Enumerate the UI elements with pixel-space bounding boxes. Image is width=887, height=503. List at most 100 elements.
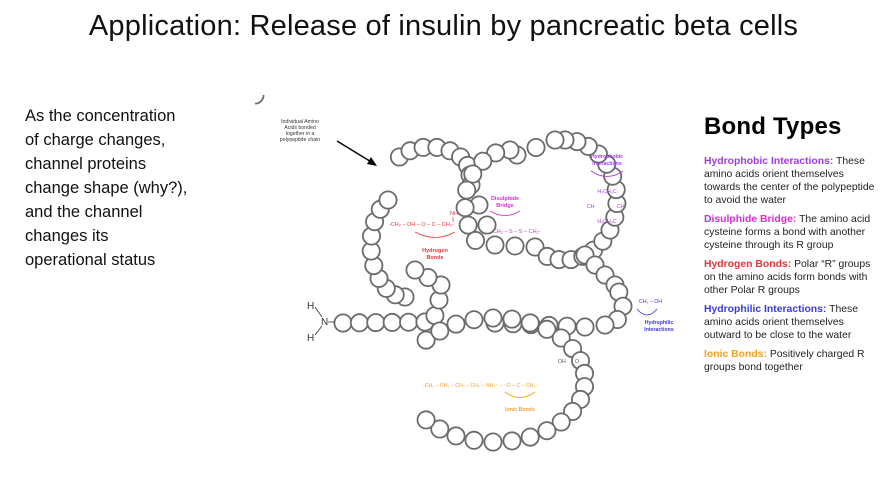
amino-acid-bead <box>416 410 436 430</box>
amino-acid-bead <box>502 431 522 451</box>
amino-acid-bead <box>465 230 485 250</box>
bond-type-desc: These amino acids orient themselves towa… <box>704 156 875 206</box>
amino-acid-bead <box>537 421 557 441</box>
amino-acid-bead <box>446 314 466 334</box>
amino-acid-bead <box>526 138 546 158</box>
amino-acid-bead <box>551 412 571 432</box>
body-line: operational status <box>25 251 156 269</box>
pointer-label-line: Acids bonded <box>284 125 316 131</box>
slide-body-text: As the concentration of charge changes, … <box>25 104 230 272</box>
amino-acid-bead <box>399 312 419 332</box>
amino-acid-bead <box>477 215 497 235</box>
bond-types-title: Bond Types <box>704 113 842 140</box>
amino-acid-bead <box>520 313 540 333</box>
amino-acid-bead <box>382 312 402 332</box>
amino-acid-bead <box>349 313 369 333</box>
hydrophobic-label: Hydrophobic <box>591 154 623 160</box>
bond-type-hydrogen: Hydrogen Bonds: Polar “R” groups on the … <box>704 258 879 297</box>
ionic-oh: OH <box>558 359 566 365</box>
amino-acid-bead <box>446 426 466 446</box>
amino-acid-bead <box>595 315 615 335</box>
bond-type-desc: Positively charged R groups bond togethe… <box>704 349 865 373</box>
amino-acid-bead <box>464 310 484 330</box>
body-line: changes its <box>25 227 109 245</box>
ionic-label: Ionic Bonds <box>505 407 535 413</box>
bond-type-name: Ionic Bonds: <box>704 349 767 360</box>
hydrogen-bond-nh: NH <box>450 211 458 217</box>
pointer-arrowhead <box>367 157 377 166</box>
amino-acid-bead <box>405 260 425 280</box>
ionic-o: O <box>575 359 579 365</box>
amino-acid-bead <box>483 432 503 452</box>
bond-type-name: Hydrophobic Interactions: <box>704 156 834 167</box>
amino-acid-bead <box>464 430 484 450</box>
hydrophobic-label: Interactions <box>592 161 622 167</box>
hydrophilic-annotation: CH₂ – OH Hydrophilic Interactions <box>636 299 674 333</box>
hydrophobic-formula-left: CH <box>587 204 595 210</box>
bond-type-name: Hydrogen Bonds: <box>704 259 792 270</box>
amino-acid-bead <box>430 321 450 341</box>
bond-type-hydrophobic: Hydrophobic Interactions: These amino ac… <box>704 155 879 207</box>
amino-acid-bead <box>455 198 475 218</box>
n-terminus: H N H <box>307 301 335 344</box>
disulphide-label: Bridge <box>496 203 513 209</box>
pointer-label-line: Individual Amino <box>281 119 319 125</box>
bond-type-name: Hydrophilic Interactions: <box>704 304 827 315</box>
hydrogen-bond-annotation: -CH₂ – OH – O – C – CH₂- NH Hydrogen Bon… <box>389 211 458 261</box>
ionic-bond-annotation: OH O -CH₂ – CH₂ – CH₂ – CH₂ – NH₃⁺ – ⁻O … <box>423 359 579 413</box>
amino-acid-bead <box>430 419 450 439</box>
disulphide-label: Disulphide <box>491 196 519 202</box>
bond-type-desc: The amino acid cysteine forms a bond wit… <box>704 214 871 251</box>
amino-acid-bead <box>463 164 483 184</box>
amino-acid-bead <box>473 151 493 171</box>
bond-type-hydrophilic: Hydrophilic Interactions: These amino ac… <box>704 303 879 342</box>
terminal-h-bottom: H <box>307 333 314 344</box>
bond-type-disulphide: Disulphide Bridge: The amino acid cystei… <box>704 213 879 252</box>
hydrophobic-annotation: Hydrophobic Interactions H₃CH₃C CH CH H₃… <box>587 154 625 225</box>
bond-type-ionic: Ionic Bonds: Positively charged R groups… <box>704 348 879 374</box>
pointer-arrow <box>336 140 374 164</box>
bond-type-desc: Polar “R” groups on the amino acids form… <box>704 259 871 296</box>
amino-acid-bead <box>366 313 386 333</box>
hydrogen-bond-formula: -CH₂ – OH – O – C – CH₂- <box>389 222 454 228</box>
slide-title: Application: Release of insulin by pancr… <box>88 10 799 42</box>
body-line: and the channel <box>25 203 143 221</box>
amino-acid-chain <box>255 95 633 452</box>
amino-acid-bead <box>416 330 436 350</box>
amino-acid-bead <box>333 313 353 333</box>
disulphide-bridge-annotation: Disulphide Bridge -CH₂ – S – S – CH₂- <box>489 196 541 235</box>
hydrogen-bond-label: Bonds <box>426 255 443 261</box>
hydrogen-bond-label: Hydrogen <box>422 248 448 254</box>
pointer-label-line: polypeptide chain <box>280 137 320 143</box>
body-line: channel proteins <box>25 155 147 173</box>
amino-acid-bead <box>545 130 565 150</box>
amino-acid-bead <box>378 190 398 210</box>
amino-acid-bead <box>483 308 503 328</box>
hydrophilic-formula: CH₂ – OH <box>639 299 662 305</box>
bond-type-name: Disulphide Bridge: <box>704 214 797 225</box>
terminal-h-top: H <box>307 301 314 312</box>
body-line: As the concentration <box>25 107 176 125</box>
ionic-formula: -CH₂ – CH₂ – CH₂ – CH₂ – NH₃⁺ – ⁻O – C –… <box>423 383 537 389</box>
hydrophobic-formula-top: H₃CH₃C <box>597 189 616 195</box>
bond-types-panel: Bond Types Hydrophobic Interactions: The… <box>704 113 879 380</box>
hydrophobic-formula-right: CH <box>617 204 625 210</box>
disulphide-formula: -CH₂ – S – S – CH₂- <box>491 229 541 235</box>
hydrophobic-formula-bottom: H₃CH₃C <box>597 219 616 225</box>
amino-acid-bead <box>505 236 525 256</box>
amino-acid-bead <box>502 309 522 329</box>
amino-acid-bead <box>485 235 505 255</box>
pointer-label-line: together in a <box>286 131 315 137</box>
body-line: change shape (why?), <box>25 179 188 197</box>
hydrophilic-label: Interactions <box>644 327 674 333</box>
polypeptide-diagram: Individual Amino Acids bonded together i… <box>255 95 674 452</box>
hydrophilic-label: Hydrophilic <box>645 320 674 326</box>
body-line: of charge changes, <box>25 131 166 149</box>
amino-acid-bead <box>457 180 477 200</box>
amino-acid-bead <box>520 427 540 447</box>
pointer-annotation: Individual Amino Acids bonded together i… <box>280 119 320 143</box>
amino-acid-bead <box>458 215 478 235</box>
terminal-n: N <box>321 317 328 328</box>
amino-acid-bead <box>537 319 557 339</box>
amino-acid-bead <box>575 317 595 337</box>
